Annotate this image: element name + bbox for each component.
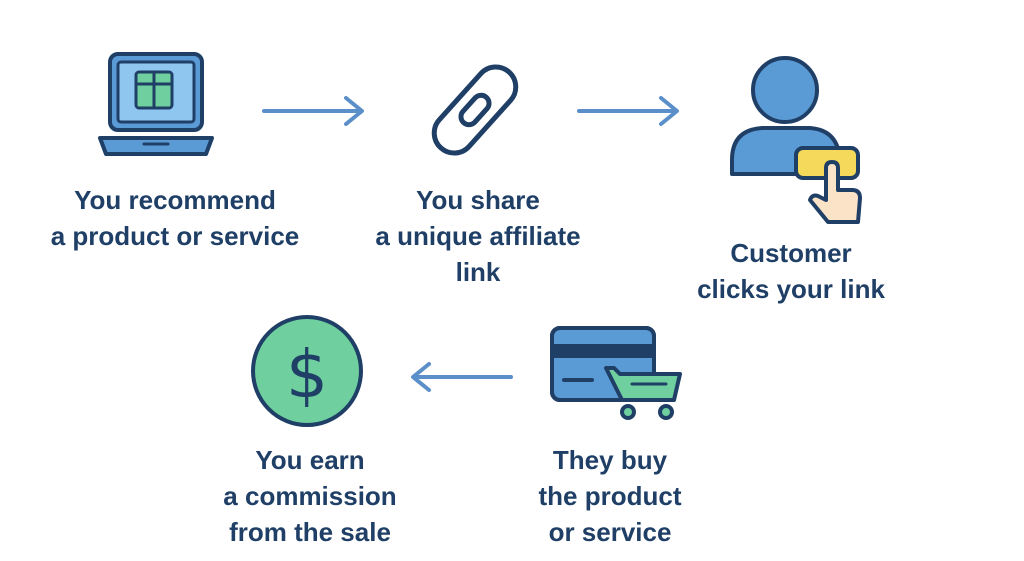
step-recommend-line-1: You recommend <box>74 185 276 215</box>
shopping-cart-icon <box>604 366 682 420</box>
step-buy-line-2: the product <box>538 481 682 511</box>
step-customer-line-2: clicks your link <box>697 274 885 304</box>
step-buy-line-1: They buy <box>552 445 668 475</box>
chain-link-icon <box>420 58 530 162</box>
right-arrow-icon <box>258 94 370 128</box>
box-icon <box>134 70 174 110</box>
step-share-line-1: You share <box>416 185 540 215</box>
step-share-label: You share a unique affiliate link <box>350 182 606 290</box>
step-share-line-3: link <box>455 257 501 287</box>
step-recommend-label: You recommend a product or service <box>22 182 328 254</box>
step-share-line-2: a unique affiliate <box>375 221 581 251</box>
step-earn-line-3: from the sale <box>229 517 391 547</box>
right-arrow-icon <box>573 94 685 128</box>
dollar-coin-icon: $ <box>249 313 365 429</box>
customer-click-icon <box>722 50 872 230</box>
step-recommend-line-2: a product or service <box>50 221 300 251</box>
step-buy-label: They buy the product or service <box>505 442 715 550</box>
step-customer-label: Customer clicks your link <box>668 235 914 307</box>
step-customer-line-1: Customer <box>730 238 852 268</box>
step-buy-line-3: or service <box>548 517 672 547</box>
pointing-hand-icon <box>808 160 862 224</box>
step-earn-line-2: a commission <box>223 481 397 511</box>
laptop-icon <box>96 46 216 162</box>
svg-text:$: $ <box>286 336 328 413</box>
left-arrow-icon <box>405 360 517 394</box>
step-earn-line-1: You earn <box>255 445 365 475</box>
step-earn-label: You earn a commission from the sale <box>195 442 425 550</box>
card-and-cart-icon <box>548 322 688 422</box>
